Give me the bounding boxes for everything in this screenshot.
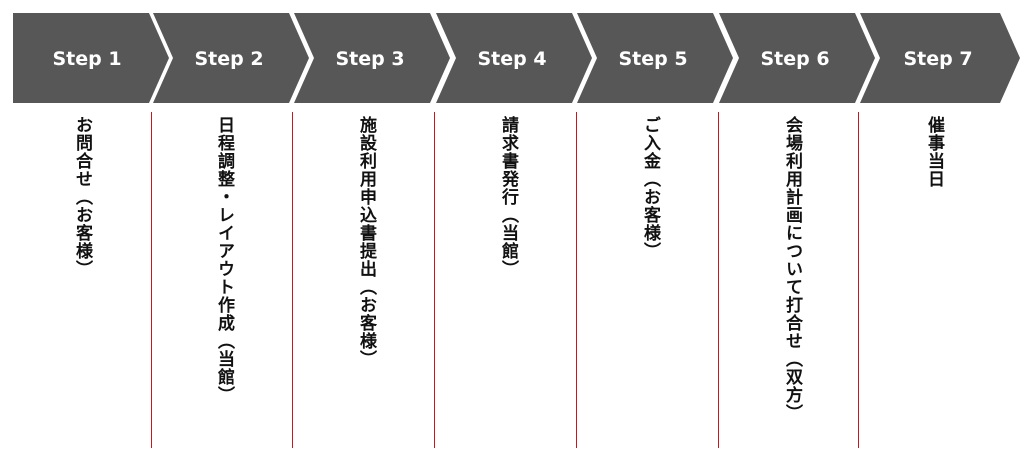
- step-1-label: Step 1: [52, 48, 121, 70]
- step-1-chevron: [13, 13, 169, 103]
- step-3-chevron: [294, 13, 450, 103]
- step-5-chevron: [577, 13, 733, 103]
- step-6-description: 会場利用計画について打合せ（双方）: [782, 116, 802, 422]
- step-divider-2: [292, 112, 293, 448]
- step-7-chevron: [860, 13, 1020, 103]
- step-divider-1: [151, 112, 152, 448]
- step-1-description: お問合せ（お客様）: [72, 116, 92, 278]
- step-divider-5: [718, 112, 719, 448]
- step-2-description: 日程調整・レイアウト作成（当館）: [214, 116, 234, 404]
- step-divider-6: [858, 112, 859, 448]
- step-5-label: Step 5: [618, 48, 687, 70]
- step-divider-4: [576, 112, 577, 448]
- step-2-label: Step 2: [194, 48, 263, 70]
- step-4-description: 請求書発行（当館）: [498, 116, 518, 278]
- step-2-chevron: [153, 13, 309, 103]
- step-4-chevron: [436, 13, 592, 103]
- step-3-description: 施設利用申込書提出（お客様）: [356, 116, 376, 368]
- step-4-label: Step 4: [477, 48, 546, 70]
- step-6-label: Step 6: [760, 48, 829, 70]
- step-6-chevron: [719, 13, 875, 103]
- step-3-label: Step 3: [335, 48, 404, 70]
- step-7-label: Step 7: [903, 48, 972, 70]
- step-5-description: ご入金（お客様）: [640, 116, 660, 260]
- step-7-description: 催事当日: [924, 116, 944, 188]
- step-chevron-row: Step 1 Step 2 Step 3 Step 4 Step 5 Step 6 Step…: [13, 13, 1020, 103]
- step-divider-3: [434, 112, 435, 448]
